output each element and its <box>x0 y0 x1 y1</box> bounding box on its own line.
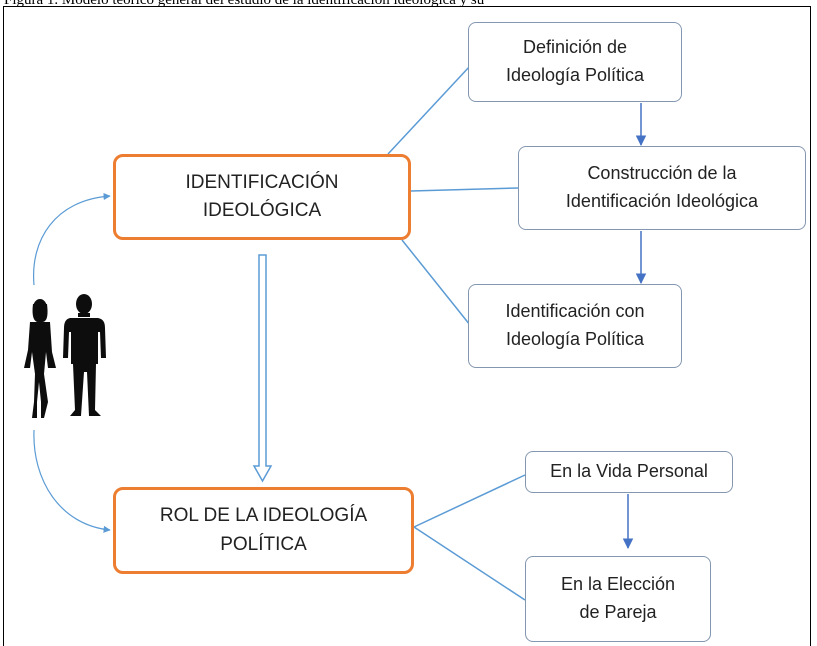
node-line: Identificación Ideológica <box>565 191 759 211</box>
node-line: POLÍTICA <box>220 533 307 555</box>
main-node-identificacion: IDENTIFICACIÓN IDEOLÓGICA <box>113 154 411 240</box>
curve-arrow-to-rol <box>33 429 111 533</box>
sub-node-definicion: Definición de Ideología Política <box>468 22 682 102</box>
node-line: En la Elección <box>560 574 676 595</box>
node-line: IDENTIFICACIÓN <box>185 171 339 193</box>
node-line: ROL DE LA IDEOLOGÍA <box>159 505 368 526</box>
node-line: En la Vida Personal <box>550 461 708 482</box>
diagram-frame <box>3 6 811 646</box>
sub-node-identificacion-con: Identificación con Ideología Política <box>468 284 682 368</box>
connector-ident-identificacion-con <box>401 239 471 326</box>
double-arrow-down <box>252 254 273 483</box>
node-line: Definición de <box>522 37 628 58</box>
main-node-rol: ROL DE LA IDEOLOGÍA POLÍTICA <box>113 487 414 574</box>
connector-ident-definicion <box>387 65 471 155</box>
connector-rol-eleccion <box>413 526 526 601</box>
sub-node-eleccion: En la Elección de Pareja <box>525 556 711 642</box>
node-line: IDEOLÓGICA <box>202 200 322 221</box>
curve-arrow-to-identificacion <box>32 192 111 286</box>
man-and-woman-silhouette-icon <box>24 294 106 418</box>
sub-node-construccion: Construcción de la Identificación Ideoló… <box>518 146 806 230</box>
connector-ident-construccion <box>410 187 519 192</box>
node-line: Construcción de la <box>587 163 737 184</box>
connector-rol-vida <box>413 474 526 528</box>
sub-node-vida-personal: En la Vida Personal <box>525 451 733 493</box>
node-line: Ideología Política <box>505 329 645 349</box>
figure-caption: Figura 1. Modelo teórico general del est… <box>4 0 485 8</box>
node-line: de Pareja <box>579 602 657 622</box>
node-line: Identificación con <box>505 301 645 322</box>
node-line: Ideología Política <box>505 65 645 85</box>
